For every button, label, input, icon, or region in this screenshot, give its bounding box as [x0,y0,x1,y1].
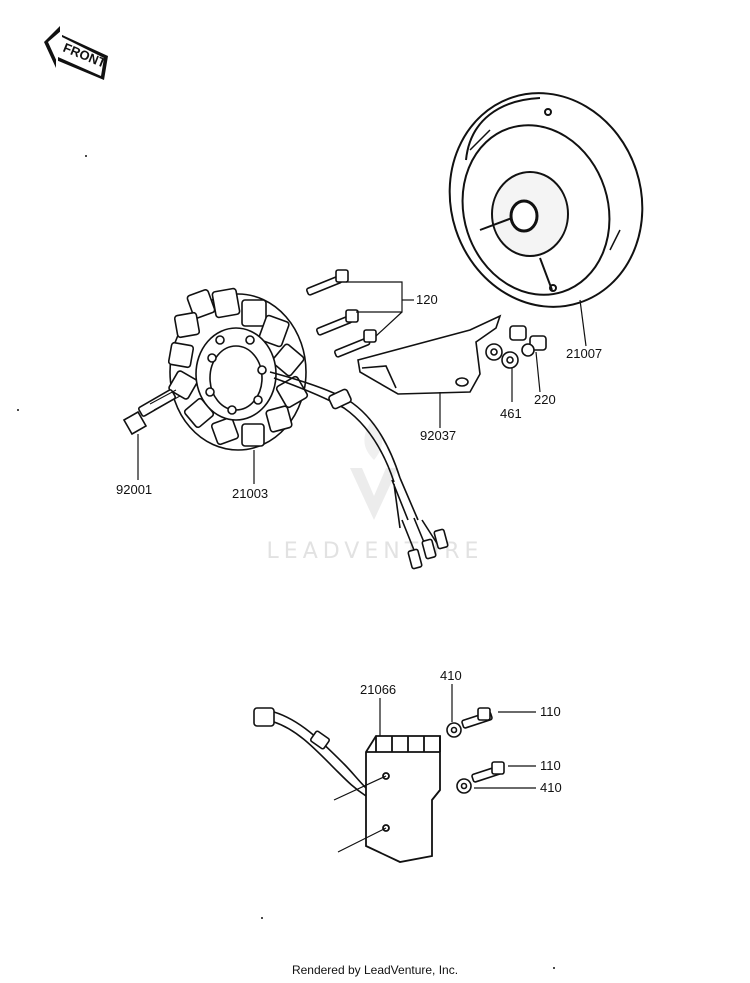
label-410-bottom: 410 [540,780,562,795]
label-21003: 21003 [232,486,268,501]
regulator-21066 [365,735,441,863]
label-220: 220 [534,392,556,407]
leader-lines [137,281,587,853]
label-21066: 21066 [360,682,396,697]
watermark-text: LEADVENTURE [267,539,484,564]
rotor-21007 [448,92,644,308]
label-410-top: 410 [440,668,462,683]
label-110-bottom: 110 [540,758,561,773]
label-110-top: 110 [540,704,561,719]
front-arrow-icon: FRONT [44,26,108,80]
washers-410-bolts-110 [446,707,505,794]
stator-21003 [167,287,309,451]
footer-credit: Rendered by LeadVenture, Inc. [291,963,459,977]
label-461: 461 [500,406,522,421]
label-120: 120 [416,292,438,307]
bracket-92037 [357,314,502,395]
screws-120 [305,269,377,358]
washers-461-bolts-220 [485,325,547,369]
bolt-92001 [122,389,181,436]
label-92037: 92037 [420,428,456,443]
label-21007: 21007 [566,346,602,361]
scan-marks [17,155,555,969]
stator-wire-harness [269,371,449,570]
label-92001: 92001 [116,482,152,497]
regulator-wire-connector [253,707,367,797]
